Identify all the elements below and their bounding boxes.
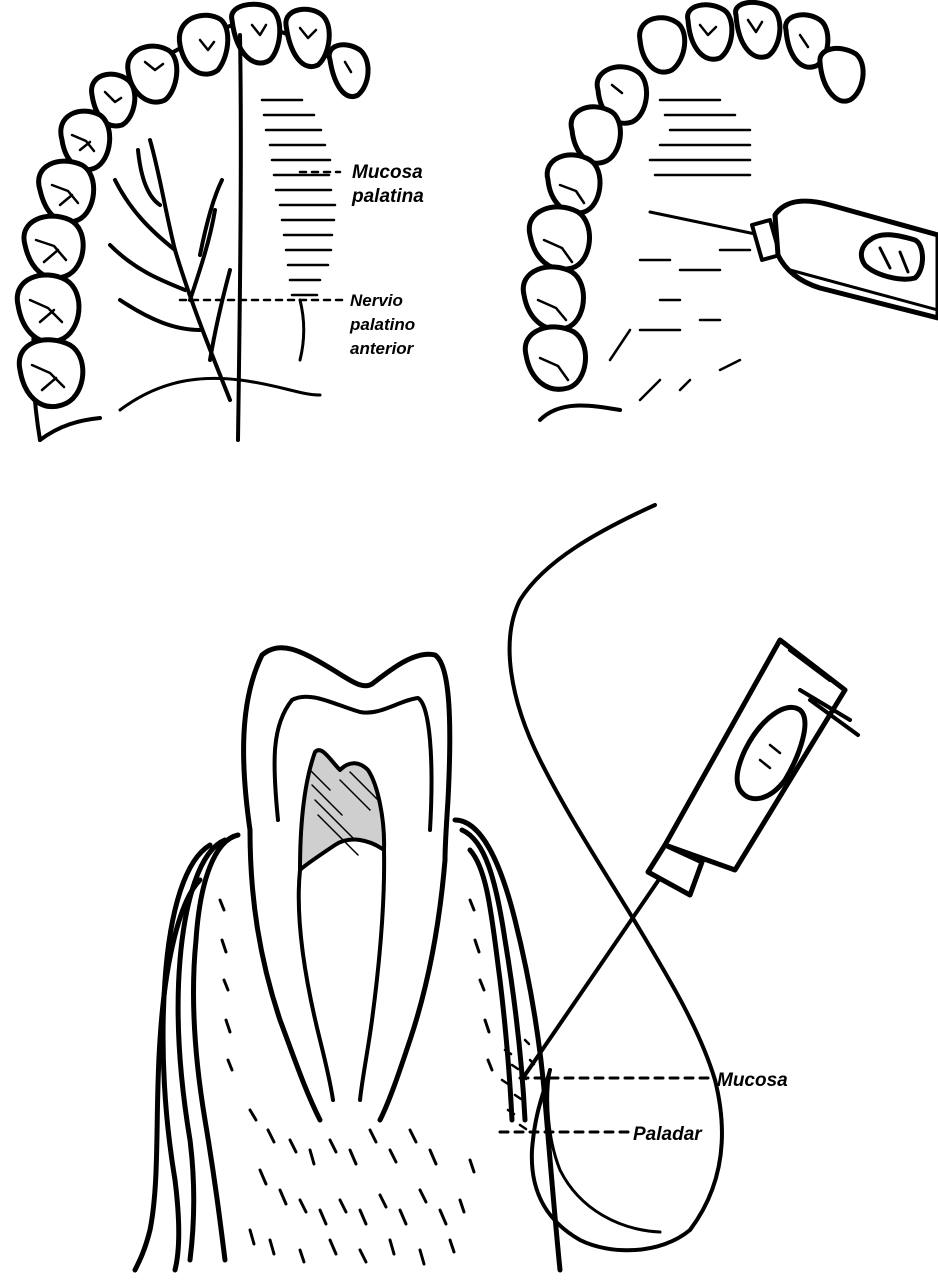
label-mucosa: Mucosa	[717, 1070, 788, 1091]
label-paladar: Paladar	[633, 1124, 703, 1145]
alveolar-bone-left	[135, 835, 238, 1270]
injection-arch-teeth	[523, 2, 863, 389]
palatine-nerve-branches	[110, 140, 230, 400]
label-nervio-palatino: Nervio palatino anterior	[349, 291, 420, 358]
cross-section-syringe	[525, 640, 858, 1075]
palatal-syringe-needle	[650, 212, 760, 235]
tooth-root-outline	[250, 830, 320, 1120]
tooth-cross-section-figure	[135, 505, 858, 1270]
palatal-syringe	[650, 201, 938, 318]
label-mucosa-palatina: Mucosa palatina	[351, 162, 428, 207]
tooth-pulp-chamber	[300, 750, 384, 870]
tooth-root-canal	[299, 870, 333, 1100]
cross-section-syringe-needle	[525, 878, 660, 1075]
palate-anatomy-figure	[17, 4, 368, 440]
palatine-mucosa-hatching	[262, 100, 335, 295]
palatal-injection-figure	[523, 2, 938, 420]
